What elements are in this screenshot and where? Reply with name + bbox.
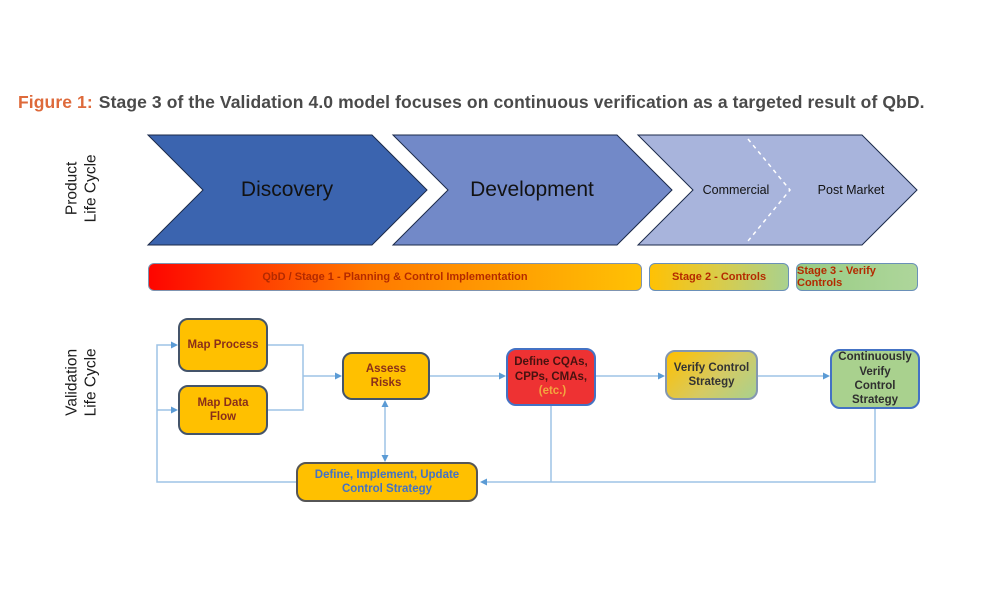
phase-label-development: Development: [470, 178, 594, 201]
box-verify-control-label: Verify Control Strategy: [673, 361, 750, 388]
phase-label-discovery: Discovery: [240, 178, 334, 201]
box-define-implement-label: Define, Implement, Update Control Strate…: [314, 468, 460, 495]
phase-label-post-market: Post Market: [817, 183, 885, 197]
arrowhead-into-map-process: [171, 341, 178, 349]
box-define-cqas: Define CQAs, CPPs, CMAs, (etc.): [506, 348, 596, 406]
connector-lines: [156, 344, 876, 483]
box-map-data-flow-label: Map Data Flow: [197, 396, 249, 423]
stage2-label: Stage 2 - Controls: [671, 271, 767, 283]
define-cqas-text: Define CQAs, CPPs, CMAs,: [514, 356, 588, 383]
chevron-commercial-postmarket: [636, 134, 918, 246]
box-define-cqas-label: Define CQAs, CPPs, CMAs, (etc.): [514, 355, 588, 398]
arrowhead-into-map-data-flow: [171, 406, 178, 414]
arrowhead-into-assess-risks: [335, 372, 342, 380]
figure-caption: Stage 3 of the Validation 4.0 model focu…: [98, 92, 925, 112]
box-map-data-flow: Map Data Flow: [178, 385, 268, 435]
flow-arrowheads: [171, 341, 830, 486]
arrowhead-down-into-define-implement: [381, 455, 389, 462]
stage2-bar: Stage 2 - Controls: [649, 263, 789, 291]
chevron-development: [391, 134, 673, 246]
phase-label-commercial: Commercial: [702, 183, 770, 197]
box-continuously-verify-label: Continuously Verify Control Strategy: [838, 351, 912, 407]
box-assess-risks: Assess Risks: [342, 352, 430, 400]
product-lifecycle-chevrons: [146, 134, 918, 246]
chevron-divider-dashed: [747, 138, 791, 242]
box-assess-risks-label: Assess Risks: [365, 362, 407, 389]
box-map-process: Map Process: [178, 318, 268, 372]
arrowhead-into-verify-control: [658, 372, 665, 380]
arrowhead-into-define-cqas: [499, 372, 506, 380]
figure-title: Figure 1:Stage 3 of the Validation 4.0 m…: [18, 92, 925, 113]
box-map-process-label: Map Process: [187, 338, 259, 351]
stage1-bar: QbD / Stage 1 - Planning & Control Imple…: [148, 263, 642, 291]
stage3-bar: Stage 3 - Verify Controls: [796, 263, 918, 291]
box-verify-control-strategy: Verify Control Strategy: [665, 350, 758, 400]
arrowhead-up-into-assess-risks: [381, 400, 389, 407]
define-cqas-etc: (etc.): [538, 385, 567, 398]
chevron-discovery: [146, 134, 428, 246]
arrowhead-into-continuously-verify: [823, 372, 830, 380]
box-define-implement-update: Define, Implement, Update Control Strate…: [296, 462, 478, 502]
arrowhead-left-into-define-implement: [480, 478, 487, 486]
stage3-label: Stage 3 - Verify Controls: [797, 265, 876, 289]
figure-number: Figure 1:: [18, 92, 93, 112]
box-continuously-verify-control-strategy: Continuously Verify Control Strategy: [830, 349, 920, 409]
stage1-label: QbD / Stage 1 - Planning & Control Imple…: [262, 271, 528, 283]
